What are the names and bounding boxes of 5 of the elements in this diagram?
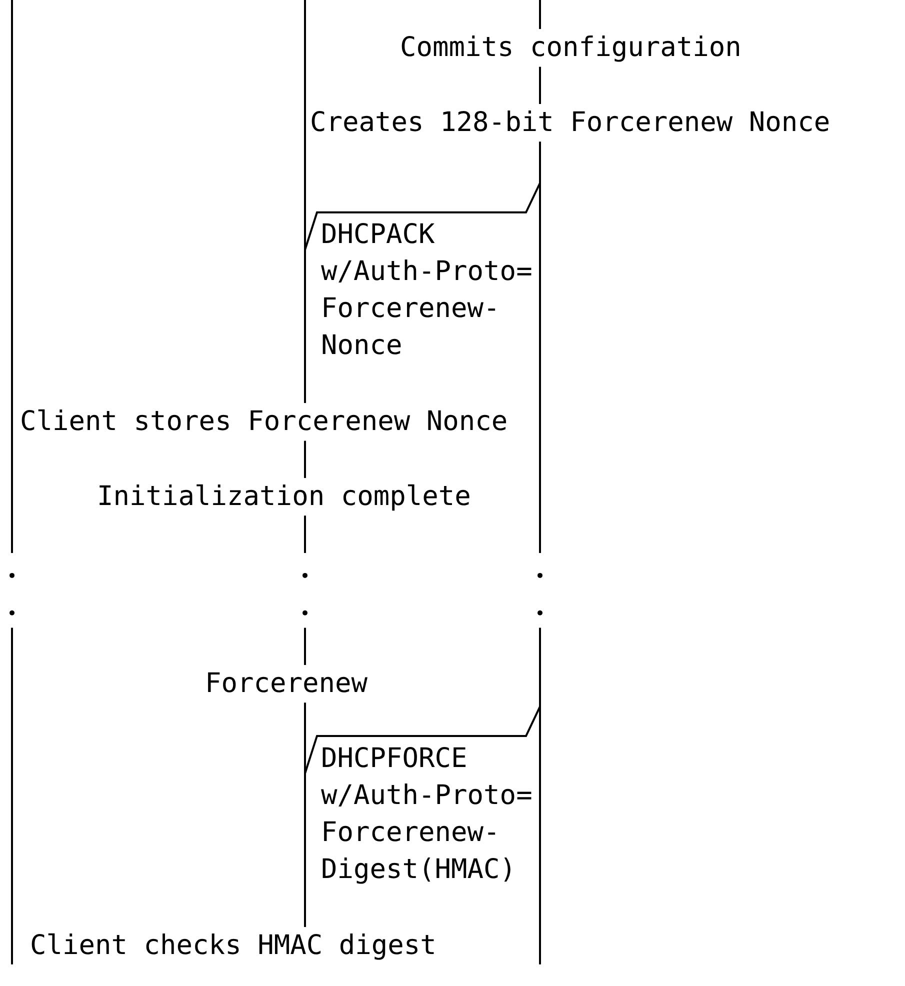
lifeline	[10, 0, 14, 964]
message-line	[304, 706, 541, 774]
edge-label: DHCPFORCE w/Auth-Proto= Forcerenew- Digest(HMAC)	[321, 742, 534, 887]
message-line	[304, 182, 541, 250]
edge-label: DHCPACK w/Auth-Proto= Forcerenew- Nonce	[321, 218, 534, 364]
